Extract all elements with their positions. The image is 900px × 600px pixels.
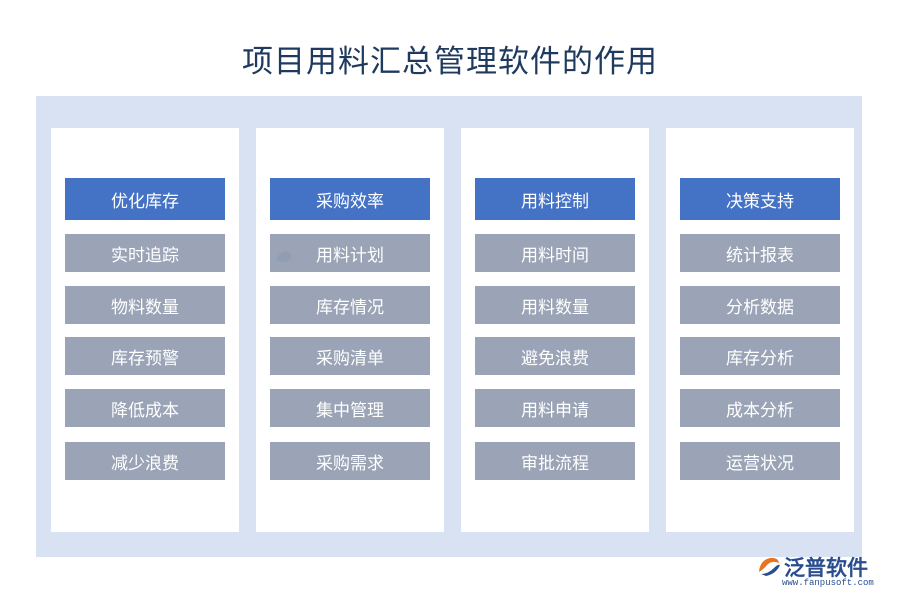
column-item: 降低成本 <box>65 389 225 427</box>
column-purchase-efficiency: 采购效率 用料计划 库存情况 采购清单 集中管理 采购需求 <box>256 128 444 532</box>
column-item: 成本分析 <box>680 389 840 427</box>
logo-url: www.fanpusoft.com <box>782 578 874 588</box>
column-item: 审批流程 <box>475 442 635 480</box>
brand-logo: 泛普软件 www.fanpusoft.com <box>756 552 886 590</box>
column-item: 实时追踪 <box>65 234 225 272</box>
column-item: 分析数据 <box>680 286 840 324</box>
column-item: 减少浪费 <box>65 442 225 480</box>
column-header: 采购效率 <box>270 178 430 220</box>
column-item: 采购清单 <box>270 337 430 375</box>
column-item: 采购需求 <box>270 442 430 480</box>
column-item: 库存预警 <box>65 337 225 375</box>
column-item: 用料时间 <box>475 234 635 272</box>
column-decision-support: 决策支持 统计报表 分析数据 库存分析 成本分析 运营状况 <box>666 128 854 532</box>
column-item: 避免浪费 <box>475 337 635 375</box>
column-item: 库存分析 <box>680 337 840 375</box>
column-item: 用料计划 <box>270 234 430 272</box>
logo-name: 泛普软件 <box>784 556 868 580</box>
column-material-control: 用料控制 用料时间 用料数量 避免浪费 用料申请 审批流程 <box>461 128 649 532</box>
column-optimize-inventory: 优化库存 实时追踪 物料数量 库存预警 降低成本 减少浪费 <box>51 128 239 532</box>
page-title: 项目用料汇总管理软件的作用 <box>242 44 658 80</box>
column-item: 集中管理 <box>270 389 430 427</box>
column-item: 物料数量 <box>65 286 225 324</box>
column-item: 运营状况 <box>680 442 840 480</box>
column-header: 优化库存 <box>65 178 225 220</box>
column-item: 用料数量 <box>475 286 635 324</box>
column-header: 决策支持 <box>680 178 840 220</box>
watermark-icon <box>276 251 292 262</box>
column-header: 用料控制 <box>475 178 635 220</box>
column-item: 库存情况 <box>270 286 430 324</box>
logo-icon <box>759 557 780 576</box>
column-item: 用料申请 <box>475 389 635 427</box>
column-item: 统计报表 <box>680 234 840 272</box>
